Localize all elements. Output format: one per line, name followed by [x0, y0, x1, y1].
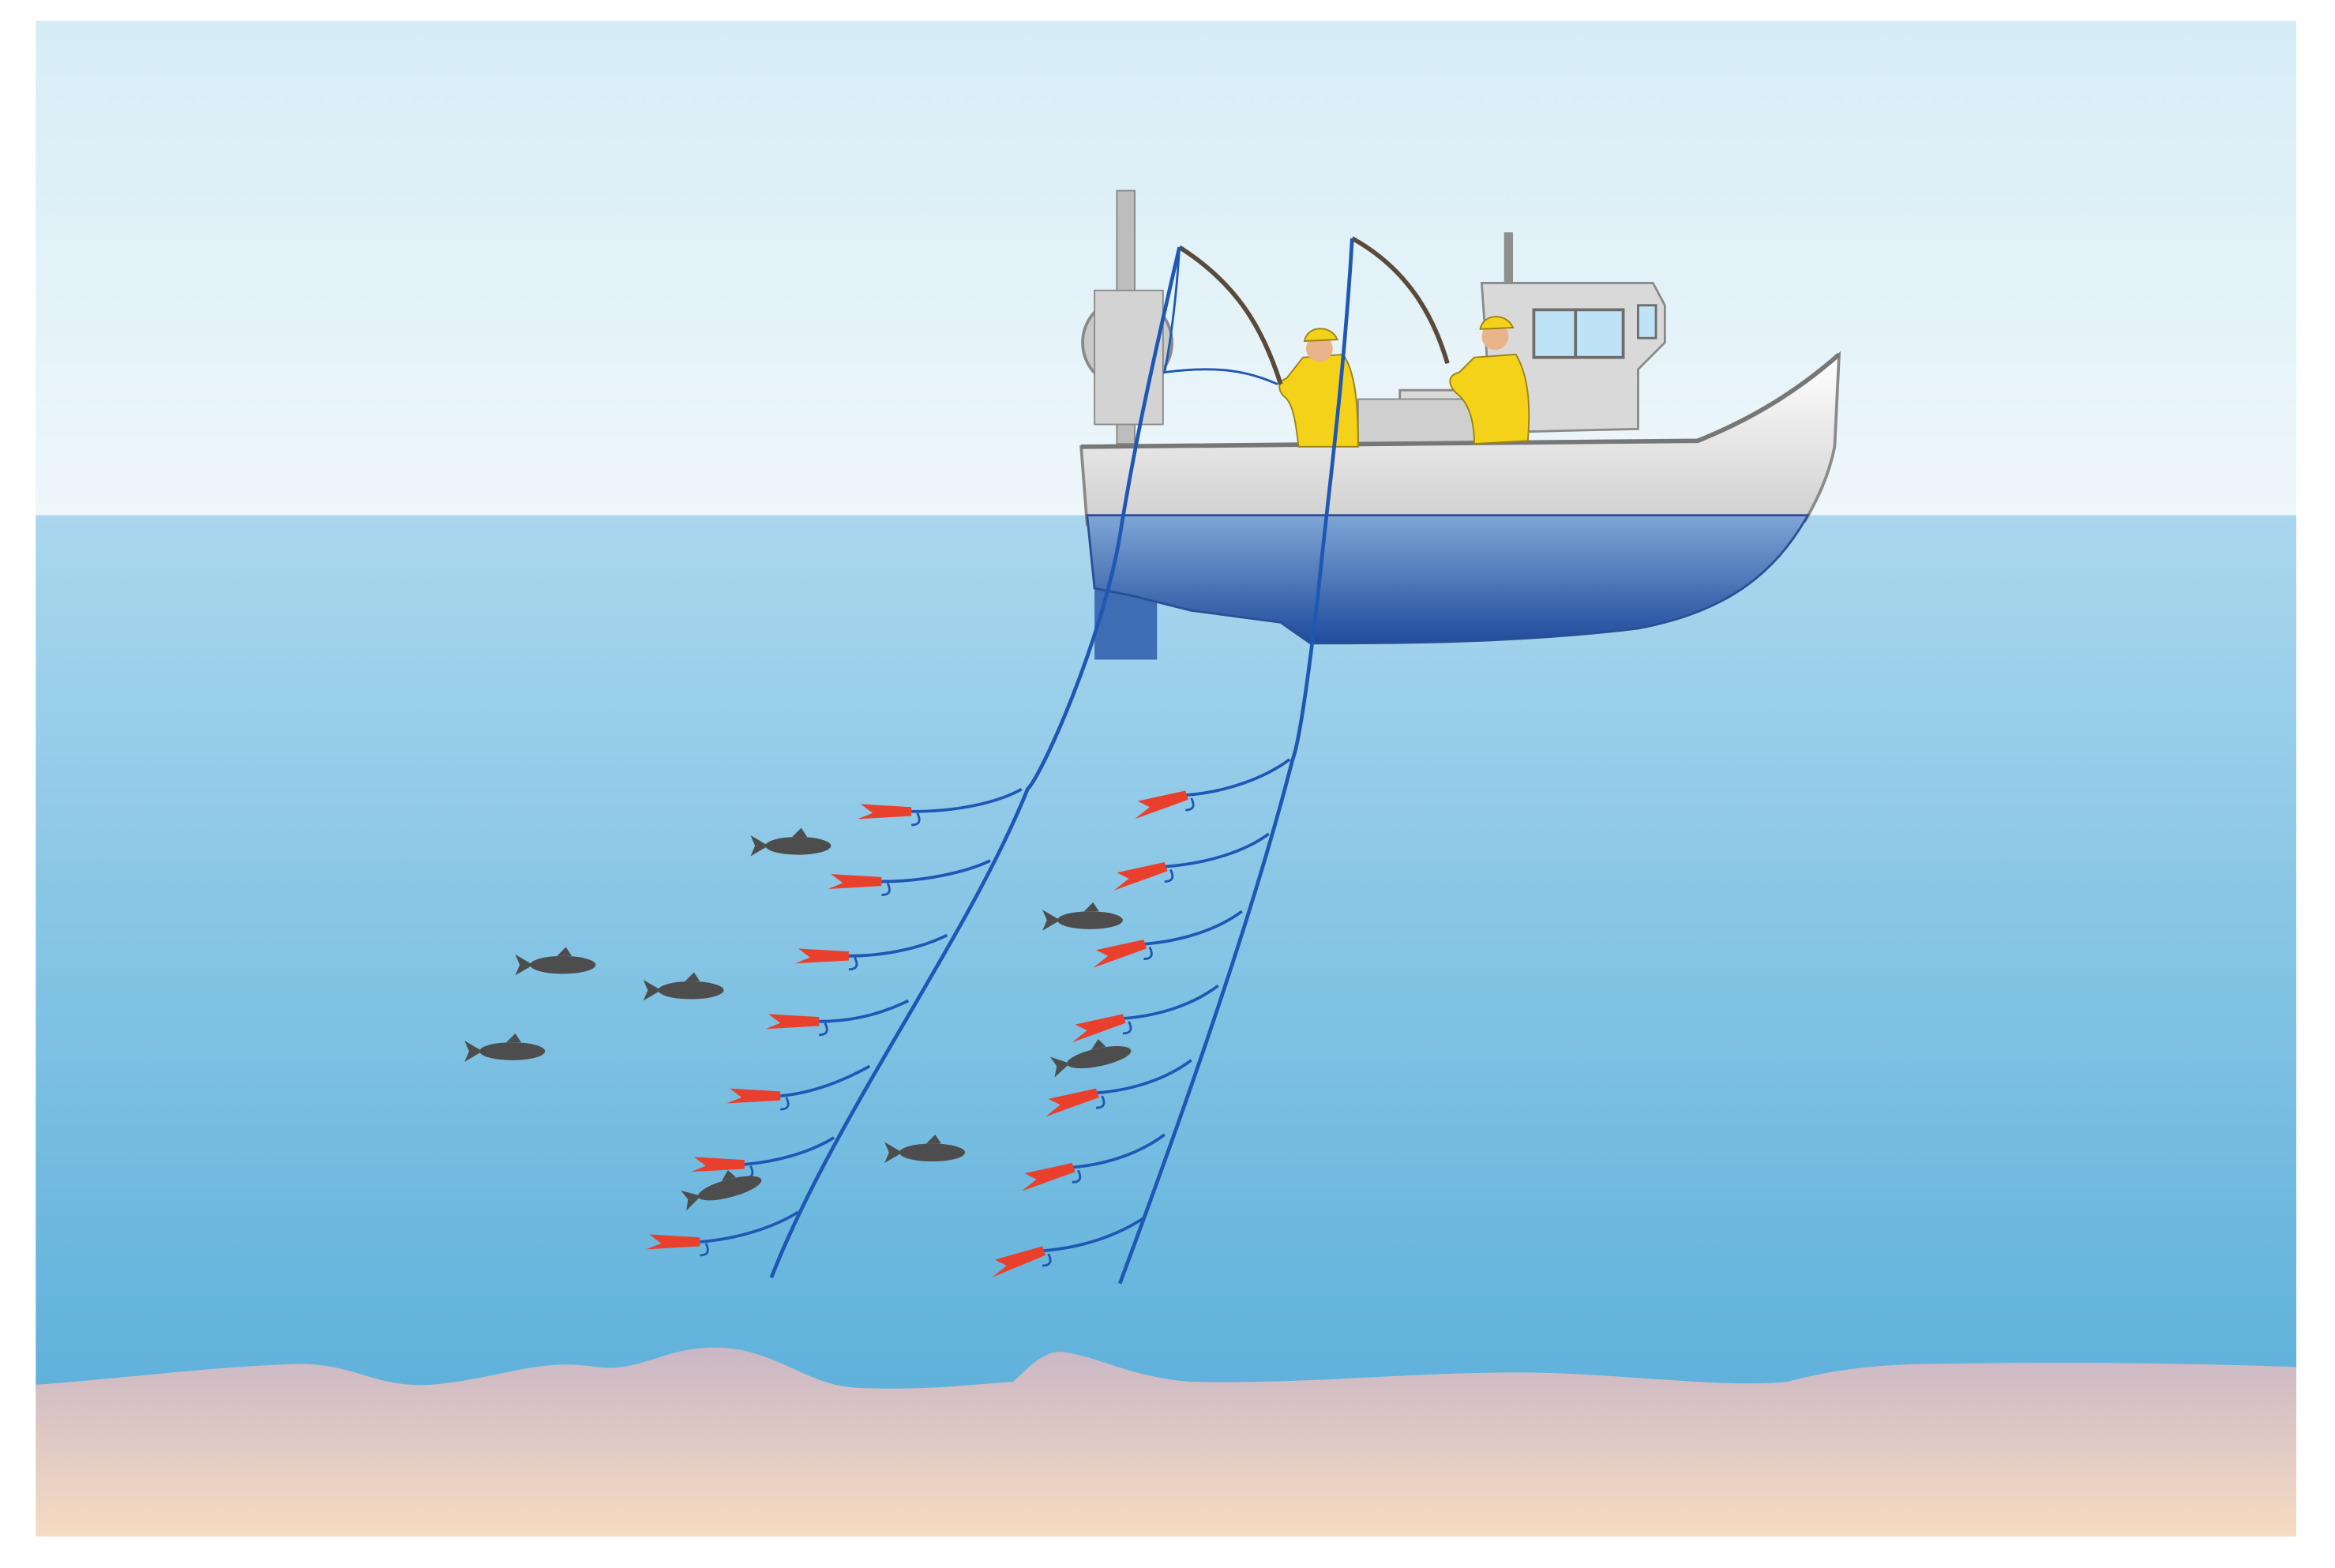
- lure: [795, 933, 948, 971]
- fish-icon: [1042, 902, 1123, 931]
- fish-school: [464, 827, 1132, 1211]
- fish-icon: [884, 1135, 966, 1163]
- sky: [36, 21, 2296, 519]
- lure: [1135, 758, 1291, 820]
- lure: [691, 1136, 835, 1180]
- lure: [991, 1217, 1145, 1278]
- fish-icon: [681, 1170, 762, 1211]
- lure: [1045, 1059, 1192, 1117]
- fisherman-1-hat: [1303, 328, 1338, 342]
- fisherman-2-hat: [1479, 316, 1515, 330]
- rod-1-upper-line: [1162, 247, 1278, 385]
- cabin-side-window: [1637, 304, 1657, 339]
- hull-gunwale: [1081, 352, 1841, 449]
- rod-1: [1178, 245, 1283, 385]
- lures-line-2: [991, 758, 1291, 1278]
- lure: [1093, 910, 1243, 968]
- lure: [858, 787, 1023, 827]
- line-1-main: [769, 246, 1181, 1279]
- lure: [646, 1210, 799, 1257]
- boat: [1079, 189, 1841, 660]
- lure: [726, 1064, 871, 1111]
- seabed: [36, 1347, 2296, 1537]
- lure: [1072, 985, 1219, 1043]
- lure: [828, 859, 991, 896]
- sea: [36, 515, 2296, 1394]
- fish-icon: [750, 827, 832, 857]
- lure: [765, 999, 910, 1037]
- winch-frame: [1094, 289, 1164, 426]
- fish-icon: [464, 1033, 546, 1062]
- fish-icon: [515, 947, 596, 976]
- lure: [1021, 1133, 1166, 1191]
- deck-box: [1357, 398, 1478, 448]
- line-2-main: [1117, 238, 1354, 1285]
- rod-2: [1350, 236, 1450, 365]
- fish-icon: [643, 972, 724, 1001]
- fisherman-2-body: [1449, 353, 1530, 445]
- fisherman-2: [1449, 316, 1530, 445]
- lure: [1113, 832, 1270, 891]
- cabin-exhaust: [1503, 232, 1514, 292]
- fish-icon: [1049, 1039, 1132, 1078]
- fisherman-1-head: [1305, 335, 1333, 362]
- cabin-window: [1532, 308, 1625, 359]
- lures-line-1: [646, 787, 1023, 1257]
- hull-lower: [1086, 514, 1810, 645]
- fisherman-2-head: [1481, 323, 1509, 351]
